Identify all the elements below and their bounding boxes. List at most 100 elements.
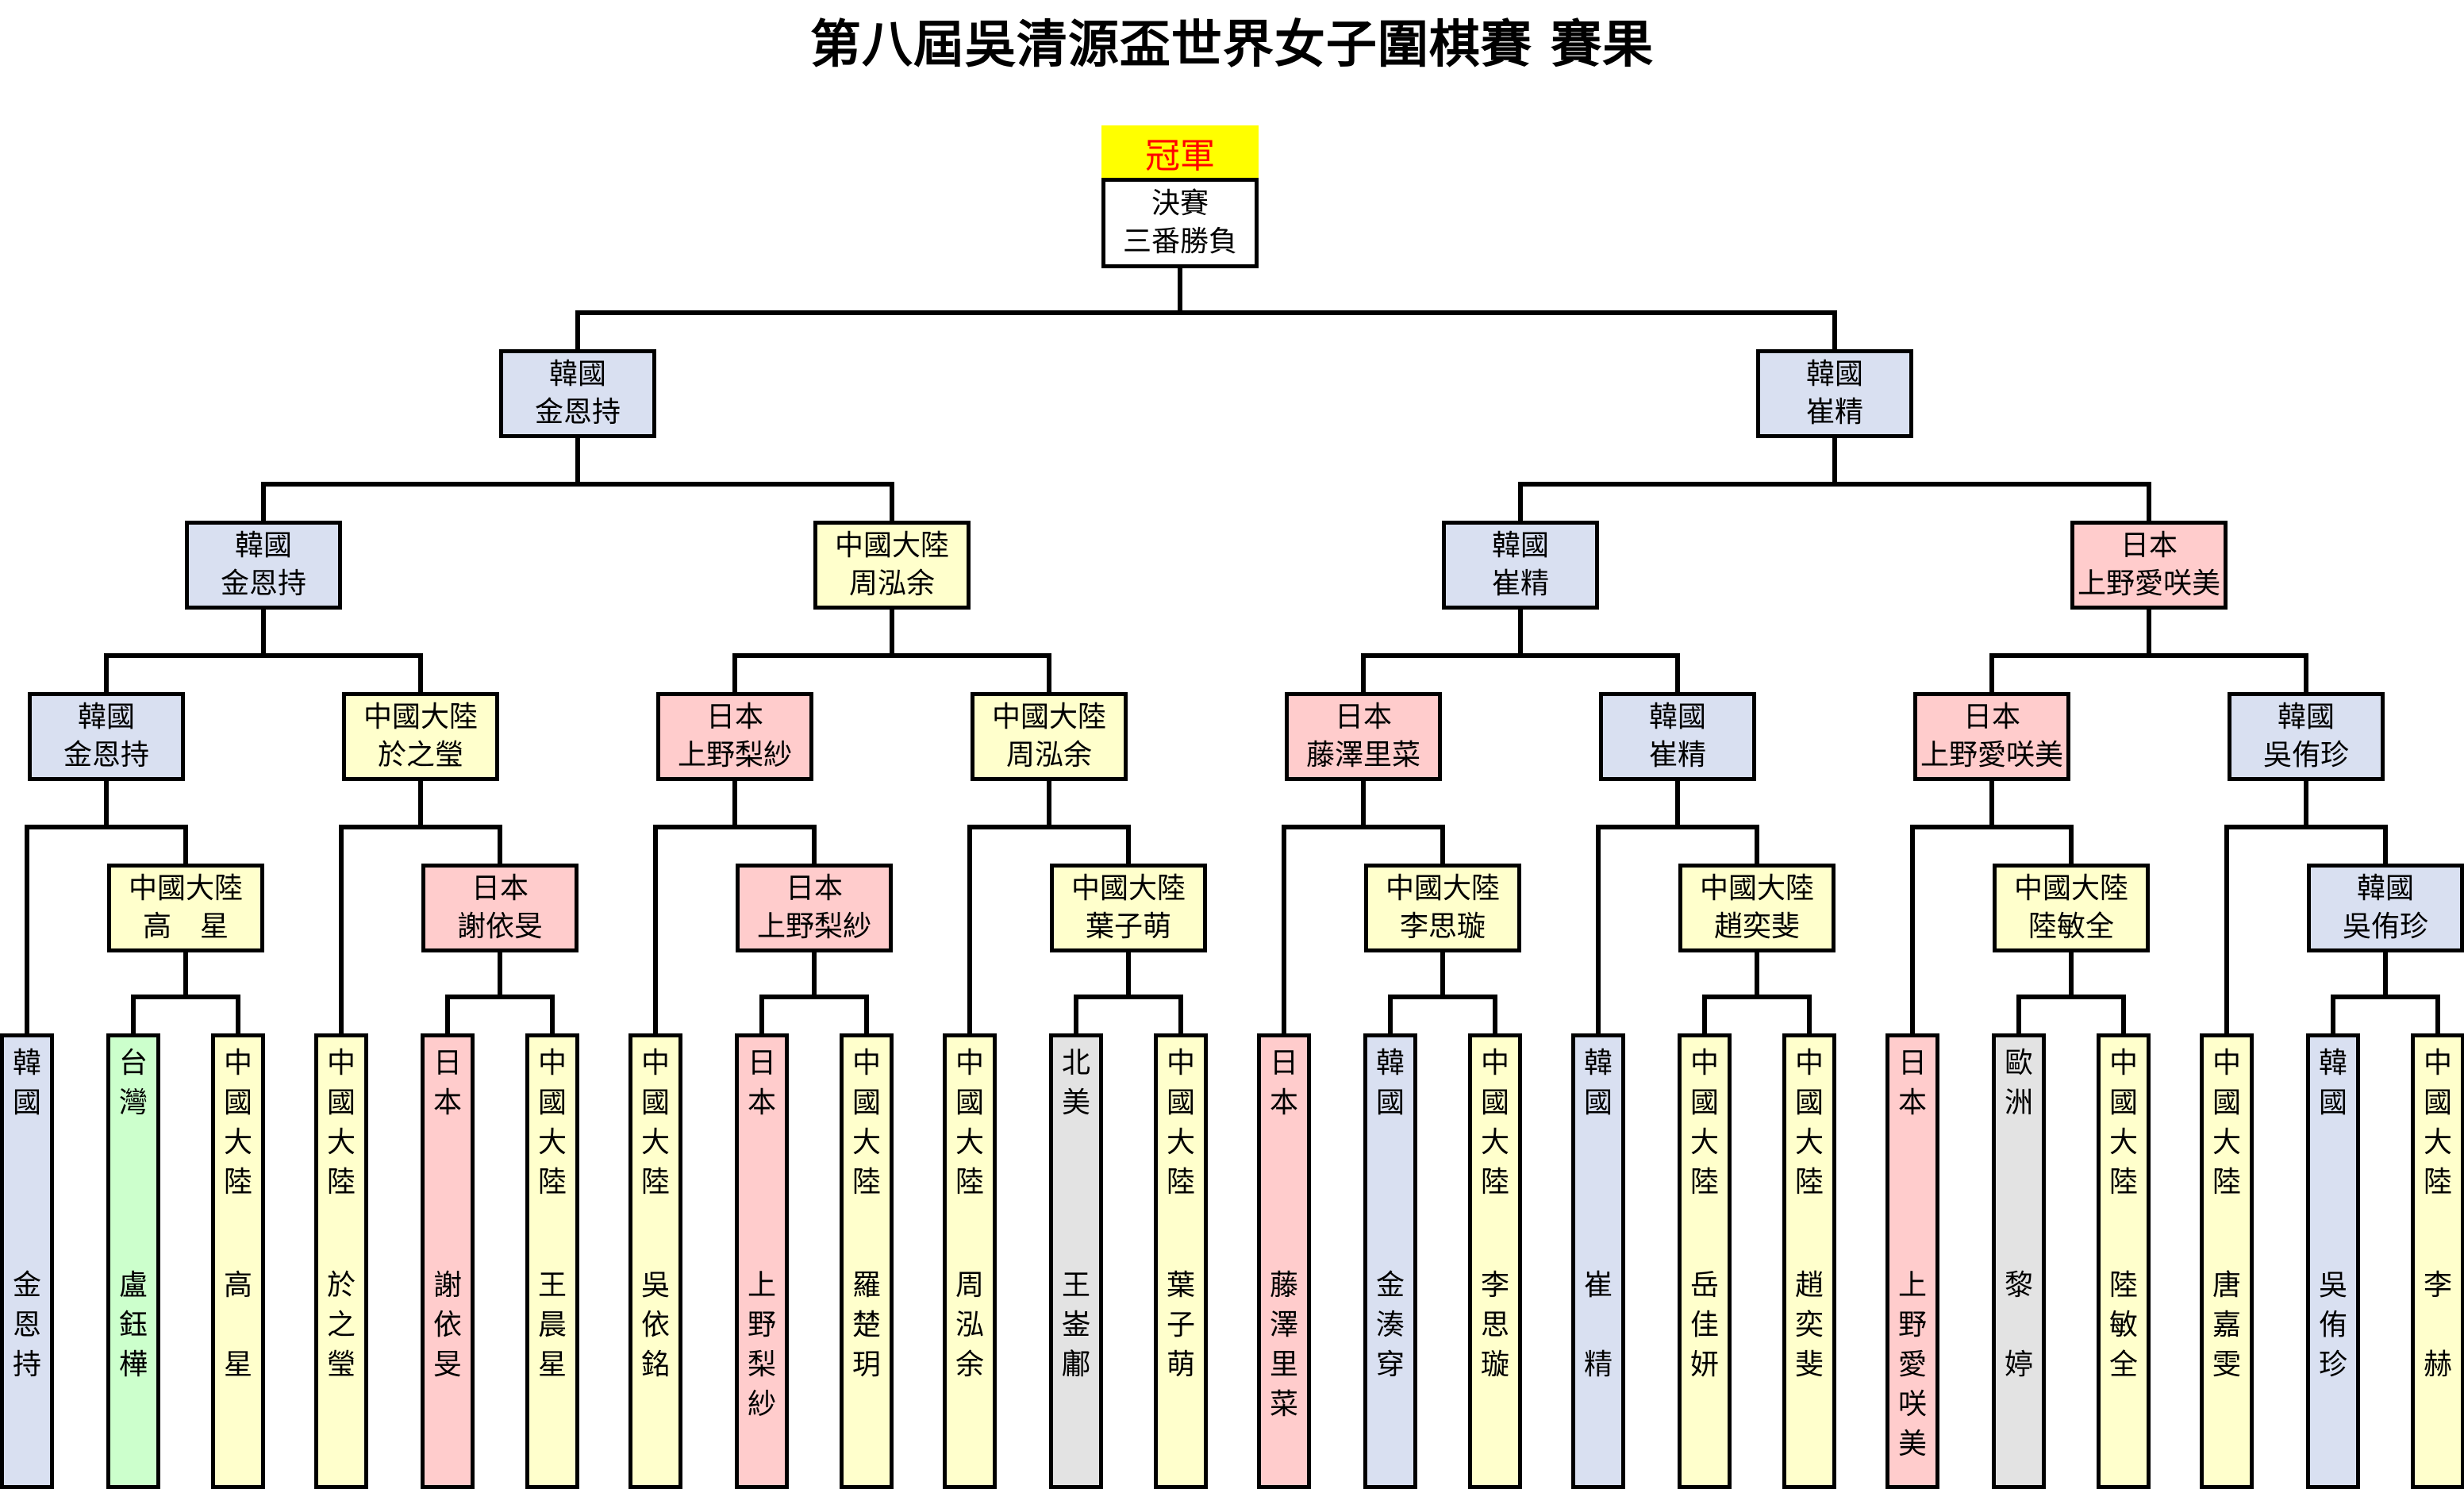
region-label: 中國大陸: [2108, 1047, 2138, 1199]
region-label: 韓國: [77, 701, 135, 733]
region-label: 日本: [747, 1047, 776, 1119]
player-entry: 中國大陸陸敏全: [2097, 1033, 2151, 1489]
player-name: 周泓余: [1005, 739, 1092, 771]
region-label: 台灣: [118, 1047, 148, 1119]
region-label: 歐洲: [2004, 1047, 2033, 1119]
player-name: 金恩持: [220, 568, 306, 600]
player-name: 王崟鄘: [1061, 1269, 1090, 1381]
player-name: 謝依旻: [456, 910, 543, 943]
player-entry: 中國大陸於之瑩: [314, 1033, 368, 1489]
region-label: 中國大陸: [2013, 872, 2128, 905]
player-entry: 韓國金恩持: [0, 1033, 54, 1489]
round3-winner-box: 韓國吳侑珍: [2228, 692, 2385, 781]
semifinal-winner-box: 韓國金恩持: [499, 349, 656, 438]
player-name: 陸敏全: [2028, 910, 2114, 943]
round2-winner-box: 中國大陸葉子萌: [1050, 864, 1207, 952]
round3-winner-box: 中國大陸周泓余: [971, 692, 1128, 781]
player-entry: 北美王崟鄘: [1049, 1033, 1103, 1489]
quarterfinal-winner-box: 中國大陸周泓余: [813, 521, 971, 610]
player-name: 上野愛咲美: [1897, 1269, 1927, 1460]
region-label: 韓國: [1491, 529, 1549, 562]
region-label: 日本: [2120, 529, 2178, 562]
quarterfinal-winner-box: 日本上野愛咲美: [2070, 521, 2228, 610]
round2-winner-box: 日本謝依旻: [421, 864, 579, 952]
player-name: 趙奕斐: [1713, 910, 1800, 943]
player-name: 上野愛咲美: [1920, 739, 2063, 771]
region-label: 中國大陸: [1480, 1047, 1509, 1199]
player-name: 崔精: [1491, 568, 1549, 600]
round2-winner-box: 中國大陸陸敏全: [1993, 864, 2150, 952]
player-entry: 台灣盧鈺樺: [106, 1033, 160, 1489]
region-label: 韓國: [234, 529, 292, 562]
player-entry: 中國大陸李赫: [2411, 1033, 2464, 1489]
region-label: 日本: [705, 701, 763, 733]
region-label: 中國大陸: [640, 1047, 670, 1199]
player-name: 於之瑩: [377, 739, 463, 771]
player-name: 藤澤里菜: [1269, 1269, 1298, 1421]
player-name: 黎婷: [2004, 1269, 2033, 1381]
round3-winner-box: 日本上野梨紗: [656, 692, 813, 781]
player-entry: 中國大陸唐嘉雯: [2200, 1033, 2254, 1489]
round2-winner-box: 韓國吳侑珍: [2307, 864, 2464, 952]
region-label: 韓國: [12, 1047, 41, 1119]
player-name: 唐嘉雯: [2212, 1269, 2241, 1381]
player-entry: 日本上野梨紗: [735, 1033, 789, 1489]
player-name: 上野愛咲美: [2077, 568, 2220, 600]
player-name: 崔精: [1648, 739, 1706, 771]
champion-label: 冠軍: [1101, 125, 1259, 179]
player-entry: 中國大陸李思璇: [1468, 1033, 1522, 1489]
region-label: 中國大陸: [223, 1047, 252, 1199]
round2-winner-box: 日本上野梨紗: [736, 864, 893, 952]
region-label: 韓國: [1583, 1047, 1613, 1119]
round2-winner-box: 中國大陸李思璇: [1364, 864, 1521, 952]
player-entry: 韓國崔精: [1571, 1033, 1625, 1489]
player-name: 上野梨紗: [756, 910, 871, 943]
region-label: 中國大陸: [537, 1047, 567, 1199]
player-name: 李赫: [2423, 1269, 2452, 1381]
player-name: 金恩持: [63, 739, 149, 771]
quarterfinal-winner-box: 韓國崔精: [1442, 521, 1599, 610]
region-label: 中國大陸: [128, 872, 243, 905]
region-label: 日本: [471, 872, 529, 905]
region-label: 韓國: [1805, 358, 1863, 391]
player-entry: 歐洲黎婷: [1992, 1033, 2046, 1489]
player-name: 謝依旻: [432, 1269, 462, 1381]
player-entry: 中國大陸吳依銘: [628, 1033, 682, 1489]
player-name: 陸敏全: [2108, 1269, 2138, 1381]
player-name: 於之瑩: [326, 1269, 356, 1381]
player-entry: 中國大陸葉子萌: [1154, 1033, 1208, 1489]
round3-winner-box: 中國大陸於之瑩: [342, 692, 499, 781]
region-label: 韓國: [2318, 1047, 2347, 1119]
player-name: 藤澤里菜: [1305, 739, 1420, 771]
round3-winner-box: 日本上野愛咲美: [1913, 692, 2070, 781]
player-name: 葉子萌: [1166, 1269, 1195, 1381]
region-label: 北美: [1061, 1047, 1090, 1119]
region-label: 中國大陸: [851, 1047, 881, 1199]
player-entry: 中國大陸岳佳妍: [1678, 1033, 1732, 1489]
region-label: 中國大陸: [326, 1047, 356, 1199]
player-name: 崔精: [1583, 1269, 1613, 1381]
region-label: 韓國: [2356, 872, 2414, 905]
player-entry: 日本藤澤里菜: [1257, 1033, 1311, 1489]
player-name: 葉子萌: [1085, 910, 1171, 943]
round3-winner-box: 日本藤澤里菜: [1285, 692, 1442, 781]
final-title: 決賽: [1151, 187, 1209, 220]
player-name: 上野梨紗: [747, 1269, 776, 1421]
round2-winner-box: 中國大陸趙奕斐: [1678, 864, 1836, 952]
page-title: 第八屆吳清源盃世界女子圍棋賽 賽果: [809, 15, 1655, 75]
round2-winner-box: 中國大陸高 星: [107, 864, 264, 952]
player-name: 金恩持: [12, 1269, 41, 1381]
player-entry: 中國大陸周泓余: [943, 1033, 997, 1489]
region-label: 韓國: [548, 358, 606, 391]
player-name: 盧鈺樺: [118, 1269, 148, 1381]
semifinal-winner-box: 韓國崔精: [1756, 349, 1913, 438]
region-label: 中國大陸: [1689, 1047, 1719, 1199]
region-label: 中國大陸: [1794, 1047, 1824, 1199]
region-label: 中國大陸: [1699, 872, 1814, 905]
region-label: 日本: [1897, 1047, 1927, 1119]
player-name: 李思璇: [1399, 910, 1486, 943]
round3-winner-box: 韓國金恩持: [28, 692, 185, 781]
quarterfinal-winner-box: 韓國金恩持: [185, 521, 342, 610]
round3-winner-box: 韓國崔精: [1599, 692, 1756, 781]
